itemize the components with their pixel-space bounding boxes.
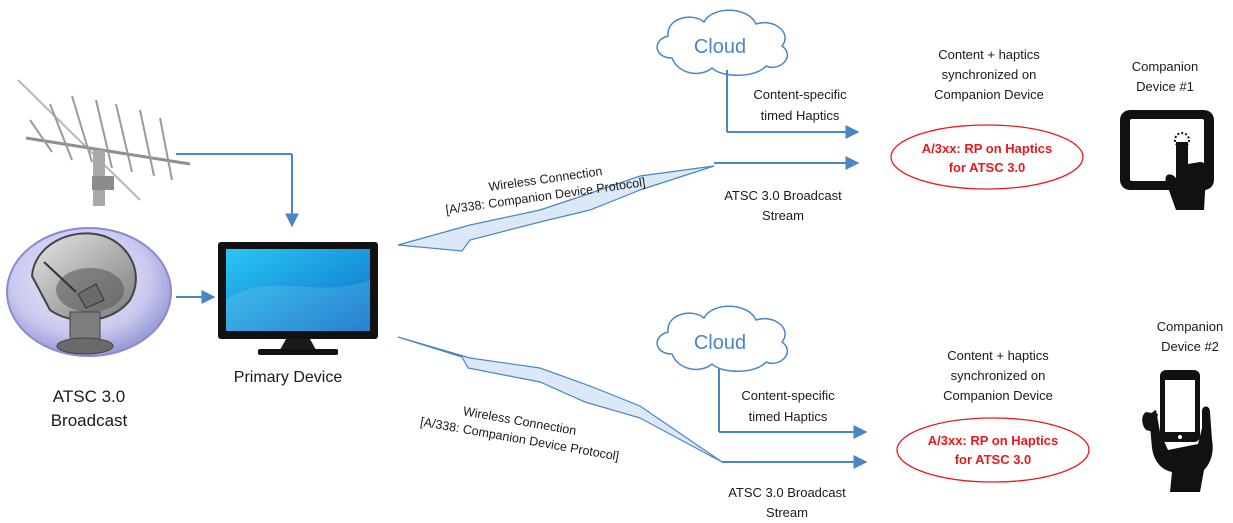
rp-oval-top — [890, 124, 1084, 190]
stream-label-bottom-line1: ATSC 3.0 Broadcast — [728, 485, 846, 500]
haptics-label-top-line2: timed Haptics — [761, 108, 840, 123]
device2-label-line2: Device #2 — [1161, 339, 1219, 354]
sync-label-bottom-line1: Content + haptics — [947, 348, 1049, 363]
broadcast-label-line2: Broadcast — [51, 411, 128, 430]
rp-label-bottom-line1: A/3xx: RP on Haptics — [928, 433, 1059, 448]
satellite-dish-icon — [6, 227, 172, 357]
yagi-antenna-icon — [17, 79, 191, 206]
tablet-touch-icon — [1120, 110, 1214, 210]
rp-label-top-line1: A/3xx: RP on Haptics — [922, 141, 1053, 156]
rp-label-bottom-line2: for ATSC 3.0 — [955, 452, 1032, 467]
device1-label-line1: Companion — [1132, 59, 1199, 74]
haptics-label-bottom-line2: timed Haptics — [749, 409, 828, 424]
stream-label-bottom-line2: Stream — [766, 505, 808, 520]
stream-label-top-line1: ATSC 3.0 Broadcast — [724, 188, 842, 203]
stream-label-top-line2: Stream — [762, 208, 804, 223]
cloud-bottom-label: Cloud — [694, 332, 746, 354]
cloud-bottom-icon — [656, 305, 789, 372]
wireless-beam-top — [397, 165, 715, 252]
phone-in-hand-icon — [1142, 370, 1213, 492]
sync-label-top-line1: Content + haptics — [938, 47, 1040, 62]
rp-oval-bottom — [896, 417, 1090, 483]
rp-label-top-line2: for ATSC 3.0 — [949, 160, 1026, 175]
haptics-label-top-line1: Content-specific — [753, 87, 847, 102]
wireless-beam-bottom — [397, 336, 723, 463]
device2-label-line1: Companion — [1157, 319, 1224, 334]
sync-label-bottom-line2: synchronized on — [951, 368, 1046, 383]
haptics-label-bottom-line1: Content-specific — [741, 388, 835, 403]
primary-device-label: Primary Device — [234, 369, 343, 386]
cloud-top-label: Cloud — [694, 36, 746, 58]
device1-label-line2: Device #1 — [1136, 79, 1194, 94]
sync-label-bottom-line3: Companion Device — [943, 388, 1053, 403]
monitor-icon — [218, 242, 378, 355]
sync-label-top-line3: Companion Device — [934, 87, 1044, 102]
cloud-top-icon — [656, 9, 789, 76]
sync-label-top-line2: synchronized on — [942, 67, 1037, 82]
broadcast-label-line1: ATSC 3.0 — [53, 387, 125, 406]
